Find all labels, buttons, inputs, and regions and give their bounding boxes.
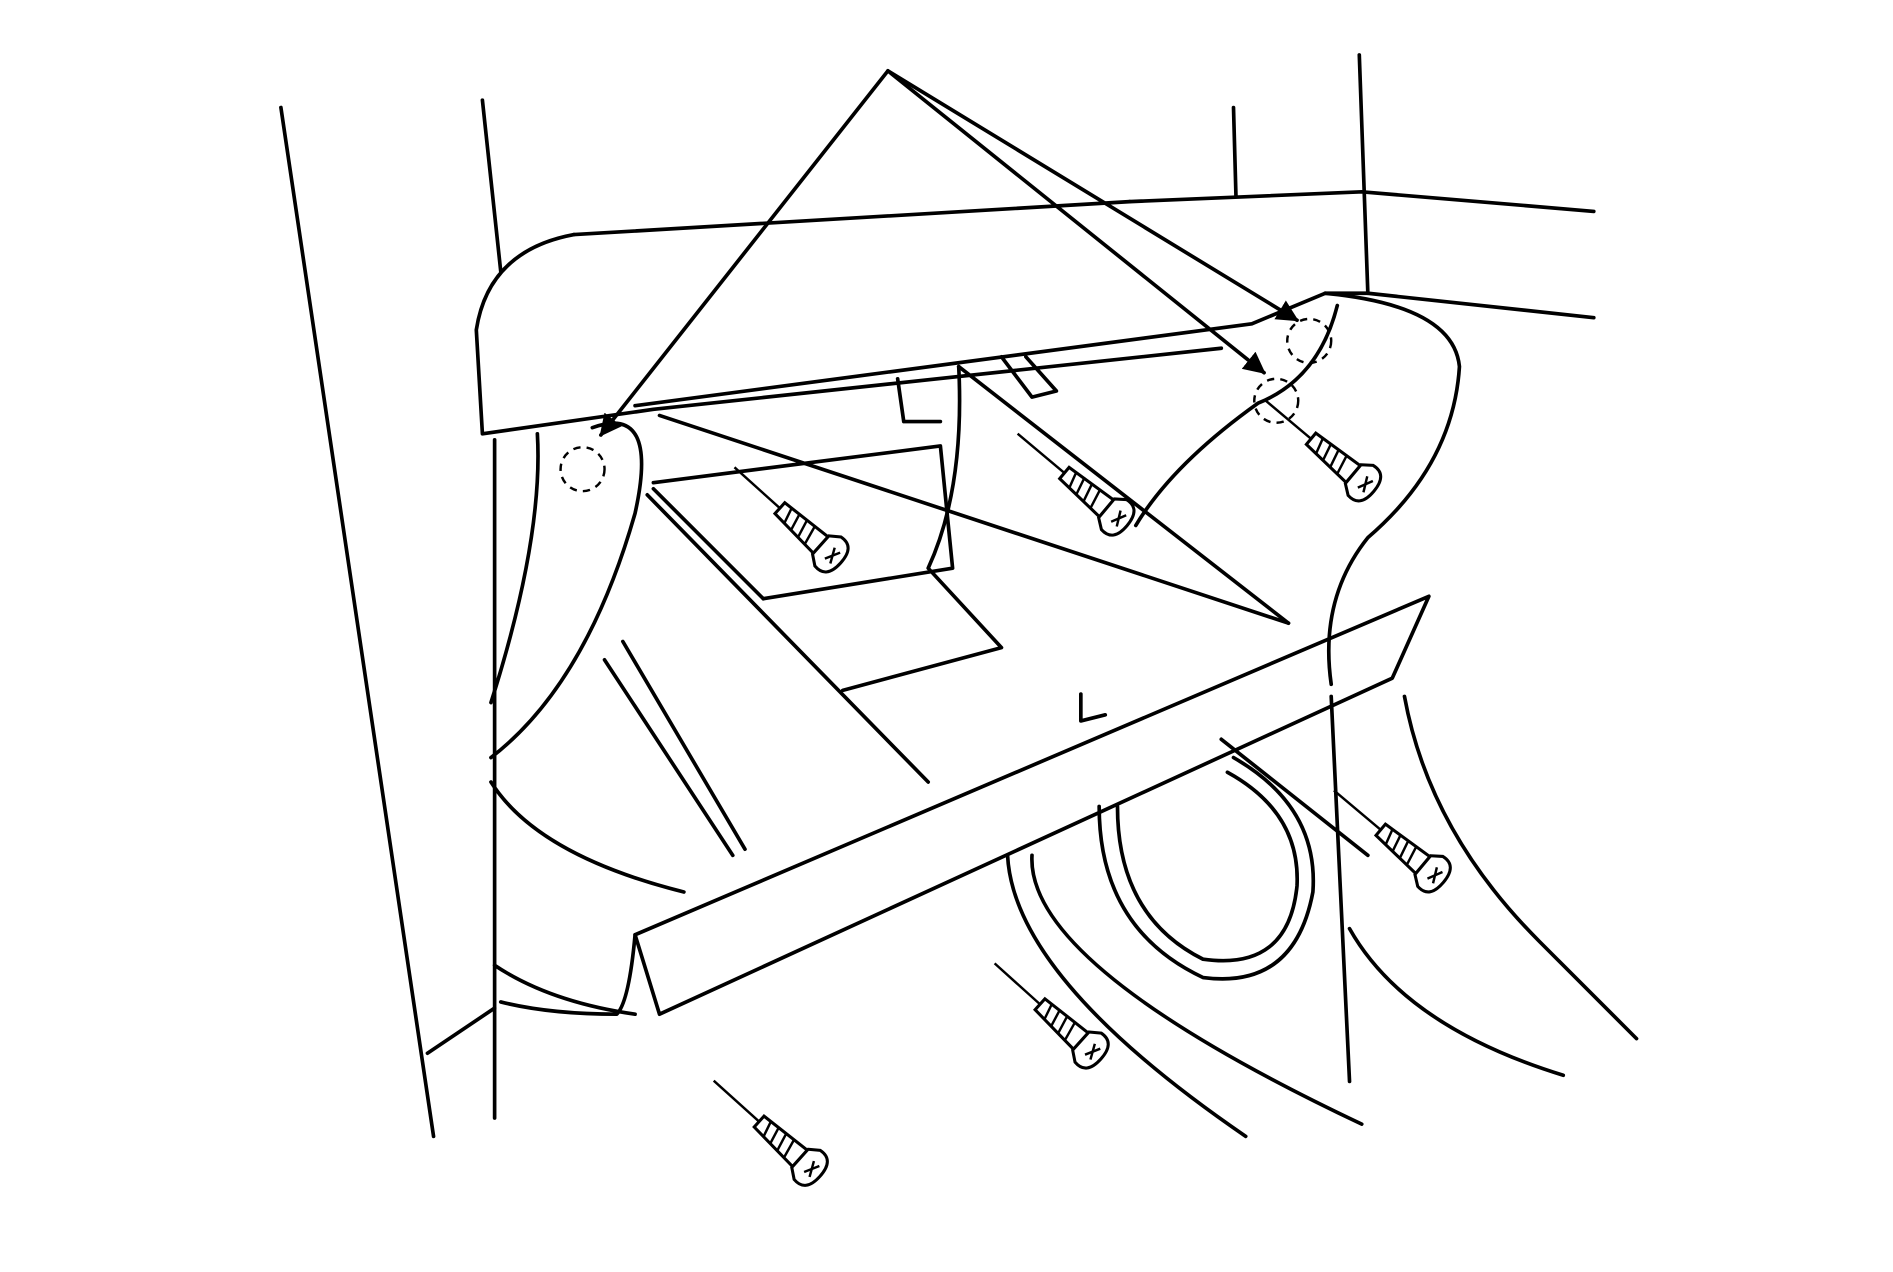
arrow-icon xyxy=(886,69,1299,322)
hidden-fastener-left xyxy=(559,445,606,493)
screw-icon xyxy=(1003,417,1142,543)
arrow-icon xyxy=(599,69,890,437)
lower-console xyxy=(1005,694,1639,1139)
callout-arrows xyxy=(599,69,1299,437)
screw-icon xyxy=(1250,382,1389,509)
glove-box-bin xyxy=(602,354,1291,858)
glove-box-opening xyxy=(474,199,1462,1120)
arrow-icon xyxy=(886,69,1266,375)
glove-box-door xyxy=(498,594,1431,1017)
hidden-fastener-right-upper xyxy=(1286,317,1333,365)
screw-icon xyxy=(698,1064,835,1193)
dash-frame xyxy=(279,53,1596,1139)
hidden-fastener-right-lower xyxy=(1253,377,1300,424)
